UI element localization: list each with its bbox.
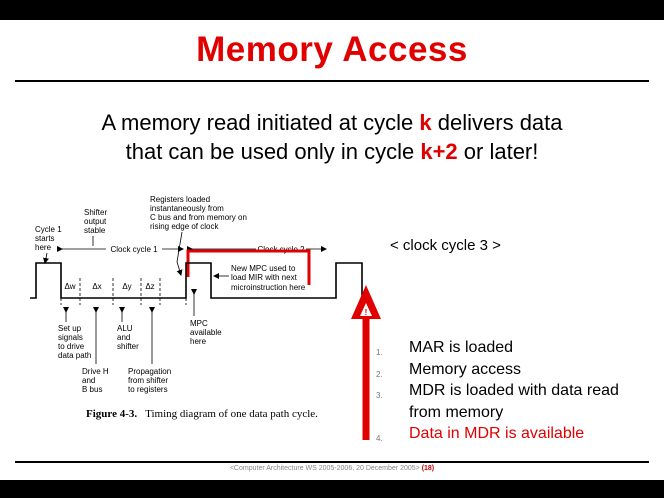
clock-cycle-1-label: Clock cycle 1 [110,245,158,254]
alu-shifter-label: ALU and shifter [117,324,139,351]
cycle1-label-bg [106,243,162,255]
top-bar [0,0,664,20]
title-divider [15,80,649,82]
delta-x-label: Δx [92,282,101,291]
cycle1-starts-label: Cycle 1 starts here [35,225,64,252]
propagation-label: Propagation from shifter to registers [128,367,173,394]
cycle-k2-highlight: k+2 [420,139,458,164]
step-item: 1.MAR is loaded [376,339,514,357]
delta-z-label: Δz [145,282,154,291]
red-arrow-head [351,285,381,319]
step-item-highlight: 4.Data in MDR is available [376,425,585,443]
subtitle-line-1: A memory read initiated at cycle k deliv… [30,108,634,137]
footer-divider [15,461,649,463]
subtitle-text: delivers data [431,110,563,135]
subtitle-text: or later! [457,139,539,164]
delta-y-label: Δy [122,282,131,291]
subtitle-text: A memory read initiated at cycle [101,110,420,135]
mpc-available-label: MPC available here [190,319,224,346]
step-item: 3.MDR is loaded with data read from memo… [376,382,619,421]
cycle1-arrow [43,252,49,264]
delta-w-label: Δw [64,282,75,291]
page-number: (18) [421,465,435,472]
setup-signals-label: Set up signals to drive data path [58,324,91,360]
step-item: 2.Memory access [376,360,522,379]
warning-mark: ! [365,308,368,317]
clock-waveform [30,262,368,299]
shifter-output-label: Shifter output stable [84,208,109,235]
footer-text: <Computer Architecture WS 2005-2006, 20 … [229,465,420,472]
drive-h-label: Drive H and B bus [82,367,111,394]
subtitle-text: that can be used only in cycle [125,139,421,164]
slide-title: Memory Access [196,30,468,69]
figure-caption: Figure 4-3.Timing diagram of one data pa… [86,408,318,420]
slide-footer: <Computer Architecture WS 2005-2006, 20 … [0,465,664,472]
slide-subtitle: A memory read initiated at cycle k deliv… [30,108,634,166]
warning-triangle-icon [360,303,372,316]
red-cycle-bracket [186,249,311,285]
cycle-k-highlight: k [419,110,432,135]
timing-diagram: Cycle 1 starts here Shifter output stabl… [30,195,381,440]
steps-list: 1.MAR is loaded 2.Memory access 3.MDR is… [372,337,652,445]
registers-arrow [176,231,183,276]
registers-loaded-label: Registers loaded instantaneously from C … [150,195,249,231]
new-mpc-label: New MPC used to load MIR with next micro… [231,264,306,292]
bottom-bar [0,480,664,498]
subtitle-line-2: that can be used only in cycle k+2 or la… [30,137,634,166]
clock-cycle-3-label: < clock cycle 3 > [390,237,501,254]
